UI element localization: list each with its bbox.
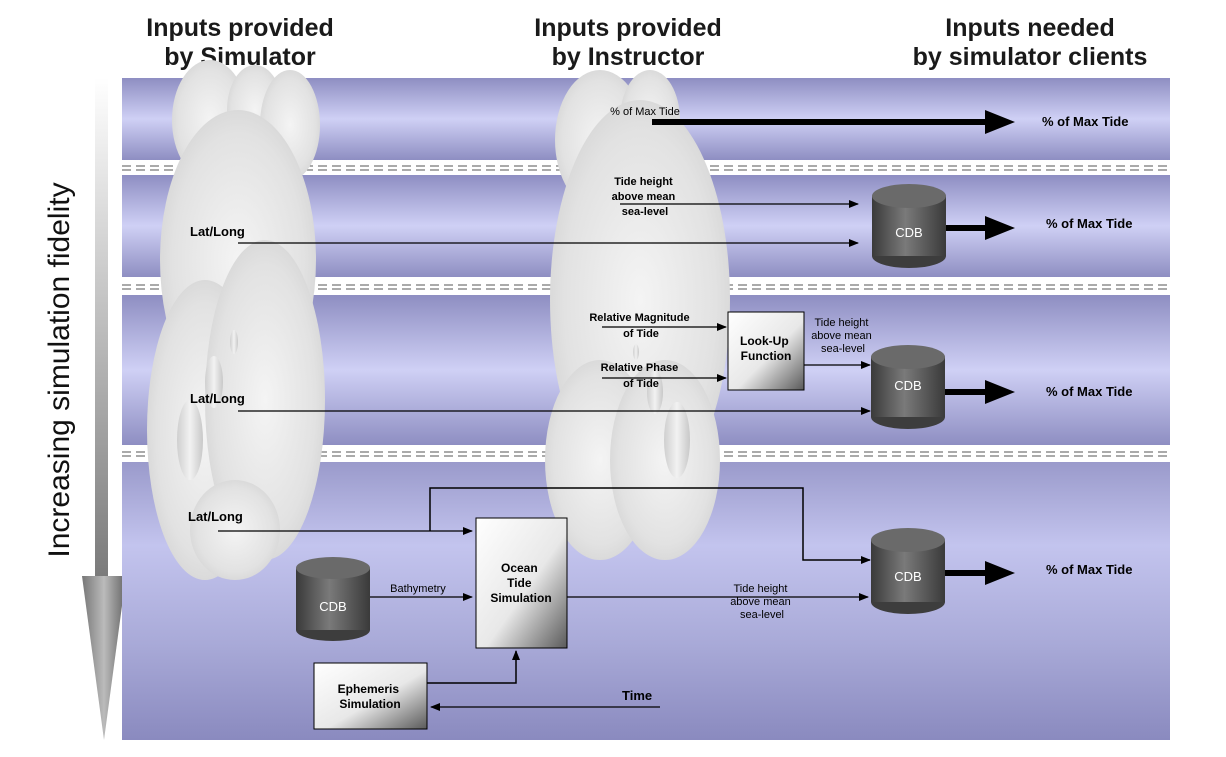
tier3-magnitude-label: Relative Magnitude of Tide bbox=[589, 312, 692, 340]
tier4-cdb-label: CDB bbox=[894, 569, 921, 584]
simulator-bubbles bbox=[177, 330, 238, 480]
tier4: Lat/Long CDB Bathymetry Ocean Tide Simul… bbox=[188, 487, 1132, 730]
fidelity-axis-shaft bbox=[95, 78, 108, 578]
tier2-tide-input-line3: sea-level bbox=[622, 206, 668, 218]
tier2: Tide height above mean sea-level Lat/Lon… bbox=[190, 176, 1132, 268]
tier4-bathy-cdb-cylinder: CDB bbox=[296, 557, 370, 641]
fidelity-axis bbox=[82, 78, 126, 740]
header-simulator-line2: by Simulator bbox=[164, 43, 316, 71]
tier3-output-arrowhead bbox=[985, 380, 1015, 404]
header-instructor: Inputs provided by Instructor bbox=[478, 14, 778, 72]
fidelity-axis-label: Increasing simulation fidelity bbox=[43, 182, 76, 558]
simulator-cloud bbox=[147, 60, 325, 580]
tier3-phase-line2: of Tide bbox=[623, 378, 659, 390]
header-instructor-line2: by Instructor bbox=[551, 43, 705, 71]
tier3-lookup-line1: Look-Up bbox=[740, 334, 789, 348]
tier4-bathymetry-label: Bathymetry bbox=[390, 583, 446, 595]
tier4-ephemeris-box: Ephemeris Simulation bbox=[313, 662, 428, 730]
tier4-bathy-cdb-label: CDB bbox=[319, 599, 346, 614]
tier4-lat-long-to-cdb bbox=[429, 487, 871, 564]
tier4-output-arrowhead bbox=[985, 561, 1015, 585]
header-instructor-line1: Inputs provided bbox=[534, 14, 722, 42]
tier4-time-label: Time bbox=[622, 688, 652, 703]
header-clients: Inputs needed by simulator clients bbox=[870, 14, 1190, 72]
tier4-ocean-output-line3: sea-level bbox=[740, 609, 784, 621]
tier3-cdb-cylinder: CDB bbox=[871, 345, 945, 429]
tier4-ephemeris-to-ocean bbox=[427, 650, 520, 684]
tier3-lookup-output-line3: sea-level bbox=[821, 343, 865, 355]
tier4-ocean-line2: Tide bbox=[507, 576, 532, 590]
tier4-ocean-line1: Ocean bbox=[501, 561, 538, 575]
tier3-lookup-function-box: Look-Up Function bbox=[727, 311, 805, 391]
tier1: % of Max Tide % of Max Tide bbox=[610, 106, 1128, 134]
tier4-lat-long-label: Lat/Long bbox=[188, 509, 243, 524]
tier3: Relative Magnitude of Tide Relative Phas… bbox=[190, 311, 1132, 429]
tier2-output-label: % of Max Tide bbox=[1046, 216, 1132, 231]
tier2-lat-long-label: Lat/Long bbox=[190, 224, 245, 239]
tier1-output-arrowhead bbox=[985, 110, 1015, 134]
tier3-lat-long-label: Lat/Long bbox=[190, 391, 245, 406]
tier3-magnitude-line1: Relative Magnitude bbox=[589, 312, 689, 324]
tier3-lookup-label: Look-Up Function bbox=[740, 334, 792, 363]
tier3-phase-line1: Relative Phase bbox=[601, 362, 679, 374]
header-simulator-line1: Inputs provided bbox=[146, 14, 334, 42]
tier4-output-label: % of Max Tide bbox=[1046, 562, 1132, 577]
instructor-bubbles bbox=[633, 344, 690, 478]
tier4-ocean-output-label: Tide height above mean sea-level bbox=[730, 583, 794, 621]
tier4-ocean-output-line1: Tide height bbox=[733, 583, 787, 595]
header-simulator: Inputs provided by Simulator bbox=[90, 14, 390, 72]
tier2-tide-input-label: Tide height above mean sea-level bbox=[612, 176, 679, 218]
tier3-cdb-label: CDB bbox=[894, 378, 921, 393]
tier2-cdb-cylinder: CDB bbox=[872, 184, 946, 268]
tier1-output-label: % of Max Tide bbox=[1042, 114, 1128, 129]
tier3-phase-label: Relative Phase of Tide bbox=[601, 362, 682, 390]
tier4-ephemeris-label: Ephemeris Simulation bbox=[338, 682, 403, 711]
tier3-lookup-output-label: Tide height above mean sea-level bbox=[811, 317, 875, 355]
tier3-lookup-output-line1: Tide height bbox=[814, 317, 868, 329]
tier2-cdb-label: CDB bbox=[895, 225, 922, 240]
tier1-input-label: % of Max Tide bbox=[610, 106, 680, 118]
instructor-cloud bbox=[545, 70, 730, 560]
header-clients-line2: by simulator clients bbox=[912, 43, 1148, 71]
tier3-lookup-output-line2: above mean bbox=[811, 330, 872, 342]
tier4-ocean-label: Ocean Tide Simulation bbox=[490, 561, 551, 605]
tier4-ocean-output-line2: above mean bbox=[730, 596, 791, 608]
tier4-ephemeris-line2: Simulation bbox=[339, 697, 400, 711]
tier4-ephemeris-line1: Ephemeris bbox=[338, 682, 400, 696]
tier2-output-arrowhead bbox=[985, 216, 1015, 240]
tier3-magnitude-line2: of Tide bbox=[623, 328, 659, 340]
tier4-ocean-tide-box: Ocean Tide Simulation bbox=[475, 517, 568, 649]
tier4-ocean-line3: Simulation bbox=[490, 591, 551, 605]
tier4-cdb-cylinder: CDB bbox=[871, 528, 945, 614]
tier2-tide-input-line1: Tide height bbox=[614, 176, 673, 188]
header-clients-line1: Inputs needed bbox=[945, 14, 1115, 42]
tier2-tide-input-line2: above mean bbox=[612, 191, 676, 203]
tier3-lookup-line2: Function bbox=[741, 349, 792, 363]
fidelity-axis-head bbox=[82, 576, 126, 740]
tier3-output-label: % of Max Tide bbox=[1046, 384, 1132, 399]
